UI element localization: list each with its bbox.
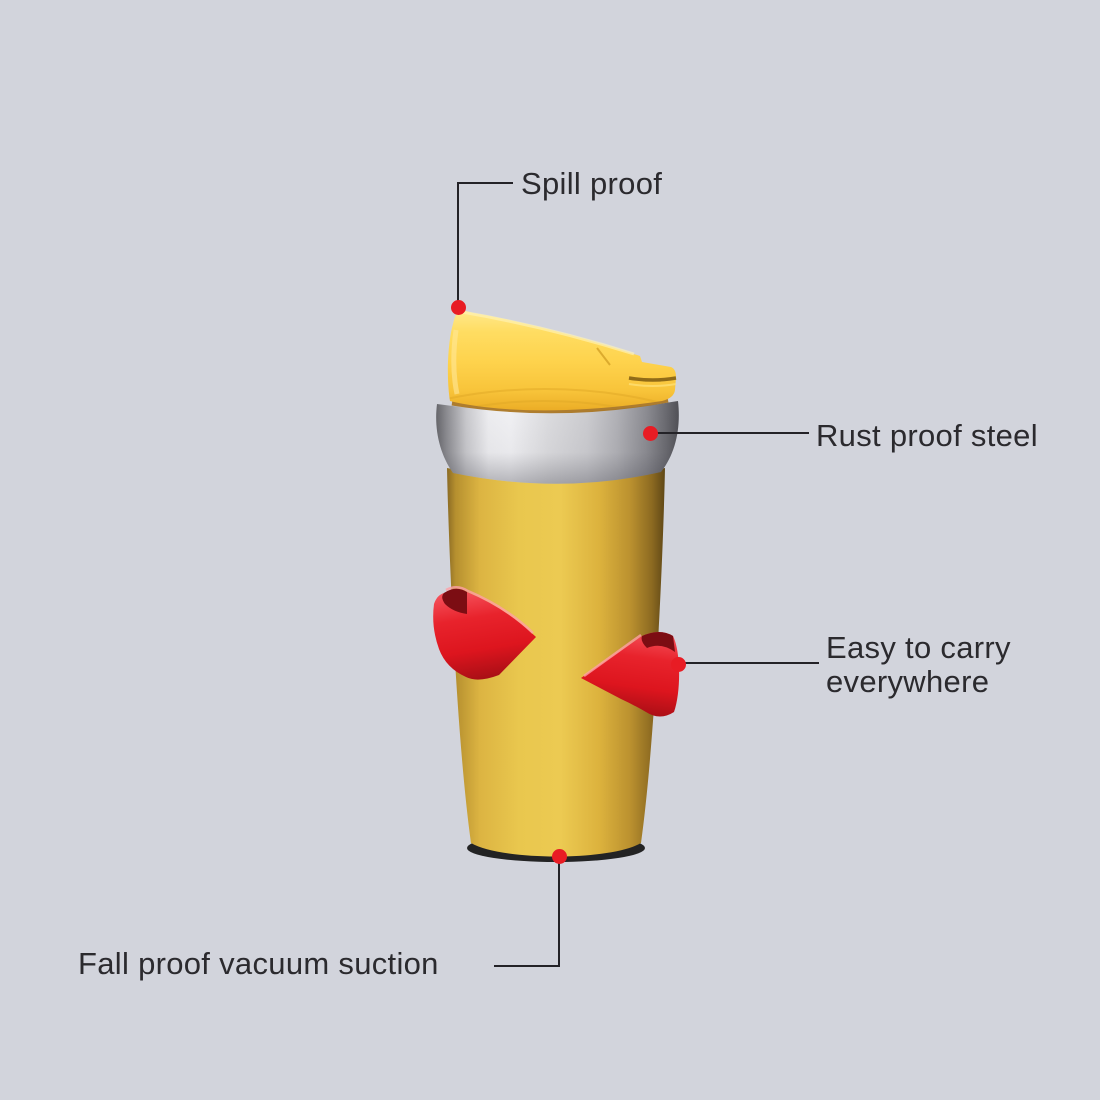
callout-label-fall-proof: Fall proof vacuum suction bbox=[78, 946, 439, 981]
mug-lid bbox=[447, 310, 676, 411]
callout-line-spill-horizontal bbox=[457, 182, 513, 184]
callout-label-easy-to-carry: Easy to carry everywhere bbox=[826, 631, 1011, 699]
lid-seat-ring bbox=[451, 397, 669, 414]
callout-line-fall-horizontal bbox=[494, 965, 560, 967]
lid-ridges bbox=[447, 388, 676, 411]
callout-dot-rust bbox=[643, 426, 658, 441]
lid-latch-slit bbox=[628, 376, 677, 382]
lid-latch-slit-light bbox=[628, 383, 677, 387]
callout-label-rust-proof-steel: Rust proof steel bbox=[816, 418, 1038, 453]
callout-dot-fall bbox=[552, 849, 567, 864]
callout-label-easy-line1: Easy to carry bbox=[826, 630, 1011, 665]
callout-line-rust bbox=[655, 432, 809, 434]
lid-spout-highlight bbox=[451, 329, 460, 395]
wrap-arrow-left-icon bbox=[433, 586, 536, 680]
callout-label-easy-line2: everywhere bbox=[826, 664, 990, 699]
callout-line-fall-vertical bbox=[558, 857, 560, 967]
callout-dot-easy bbox=[671, 657, 686, 672]
mug-body bbox=[447, 468, 665, 857]
lid-latch-step bbox=[596, 347, 611, 366]
callout-label-spill-proof: Spill proof bbox=[521, 166, 663, 201]
callout-line-spill-vertical bbox=[457, 184, 459, 308]
callout-dot-spill bbox=[451, 300, 466, 315]
wrap-arrow-right-icon bbox=[581, 632, 680, 717]
lid-top-highlight bbox=[461, 310, 635, 356]
callout-line-easy bbox=[685, 662, 819, 664]
mug-steel-band-shade bbox=[436, 401, 679, 484]
